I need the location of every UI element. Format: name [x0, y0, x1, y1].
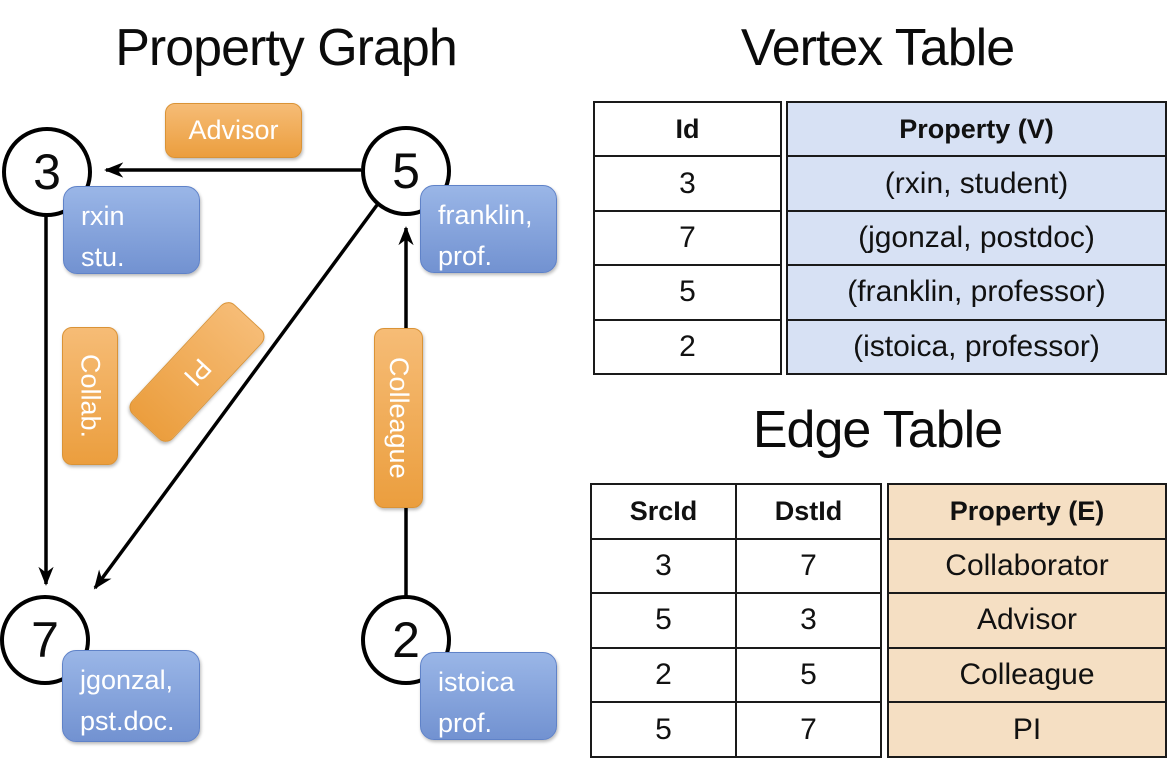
vertex-table-property-column: Property (V) (rxin, student) (jgonzal, p…: [786, 101, 1167, 375]
vertex-table-id-cell: 7: [679, 221, 696, 255]
vertex-id-label: 7: [31, 612, 59, 668]
vertex-table-title: Vertex Table: [740, 19, 1015, 77]
vertex-property-line: prof.: [438, 240, 493, 271]
edge-table-dstid-header: DstId: [774, 495, 843, 526]
edge-arrow-pi-5-to-7: [93, 203, 379, 590]
vertex-id-label: 3: [33, 144, 61, 200]
vertex-table-id-cell: 2: [679, 329, 696, 363]
edge-table-dstid-cell: 7: [800, 712, 817, 746]
edge-table-property-cell: Advisor: [976, 603, 1078, 637]
vertex-table-property-cell: (rxin, student): [884, 166, 1069, 200]
vertex-table-id-column: Id 3 7 5 2: [593, 101, 782, 375]
edge-table-srcid-cell: 3: [592, 539, 737, 593]
edge-label-text: PI: [177, 352, 218, 392]
vertex-id-label: 5: [392, 143, 420, 199]
vertex-node-2: 2: [361, 595, 451, 685]
edge-table-srcid-cell: 5: [592, 594, 737, 647]
edge-table-property-header: Property (E): [949, 495, 1105, 526]
vertex-property-line: pst.doc.: [80, 705, 175, 736]
vertex-table-id-header: Id: [675, 113, 700, 144]
edge-label-advisor: Advisor: [165, 103, 302, 158]
vertex-table-id-cell: 3: [679, 166, 696, 200]
vertex-property-line: rxin: [81, 201, 125, 231]
edge-table-dstid-cell: 7: [800, 548, 817, 582]
vertex-property-line: jgonzal,: [80, 665, 174, 695]
vertex-id-label: 2: [392, 612, 420, 668]
vertex-property-box-5: franklin, prof.: [420, 185, 557, 273]
vertex-table-id-cell: 5: [679, 275, 696, 309]
vertex-property-line: prof.: [438, 707, 493, 738]
vertex-table-property-header: Property (V): [899, 113, 1054, 144]
vertex-property-box-7: jgonzal, pst.doc.: [62, 650, 200, 742]
edge-label-collab: Collab.: [62, 327, 118, 465]
edge-table-srcid-header: SrcId: [592, 485, 737, 538]
edge-table-srcid-cell: 2: [592, 648, 737, 702]
edge-table-property-cell: Collaborator: [945, 548, 1109, 582]
vertex-property-box-3: rxin stu.: [63, 186, 200, 274]
edge-table-property-cell: PI: [1012, 712, 1042, 746]
property-graph-title: Property Graph: [115, 19, 458, 77]
edge-label-text: Colleague: [384, 357, 414, 479]
edge-table-property-column: Property (E) Collaborator Advisor Collea…: [887, 483, 1167, 758]
vertex-table-property-cell: (istoica, professor): [853, 329, 1100, 363]
edge-table-dstid-cell: 5: [800, 658, 817, 692]
vertex-property-line: franklin,: [438, 200, 533, 230]
edge-table-property-cell: Colleague: [959, 658, 1095, 692]
vertex-property-box-2: istoica prof.: [420, 652, 557, 740]
edge-table-title: Edge Table: [752, 401, 1003, 459]
edge-table-id-columns: SrcId DstId 3 7 5 3 2 5 5 7: [590, 483, 882, 758]
edge-label-text: Advisor: [188, 115, 279, 145]
vertex-property-line: istoica: [438, 667, 515, 697]
edge-label-text: Collab.: [75, 353, 106, 439]
vertex-table-property-cell: (franklin, professor): [847, 275, 1106, 309]
edge-label-colleague: Colleague: [374, 328, 423, 508]
vertex-property-line: stu.: [81, 241, 125, 272]
edge-table-dstid-cell: 3: [800, 603, 817, 637]
vertex-table-property-cell: (jgonzal, postdoc): [858, 221, 1095, 255]
edge-table-srcid-cell: 5: [592, 703, 737, 756]
vertex-node-5: 5: [361, 126, 451, 216]
